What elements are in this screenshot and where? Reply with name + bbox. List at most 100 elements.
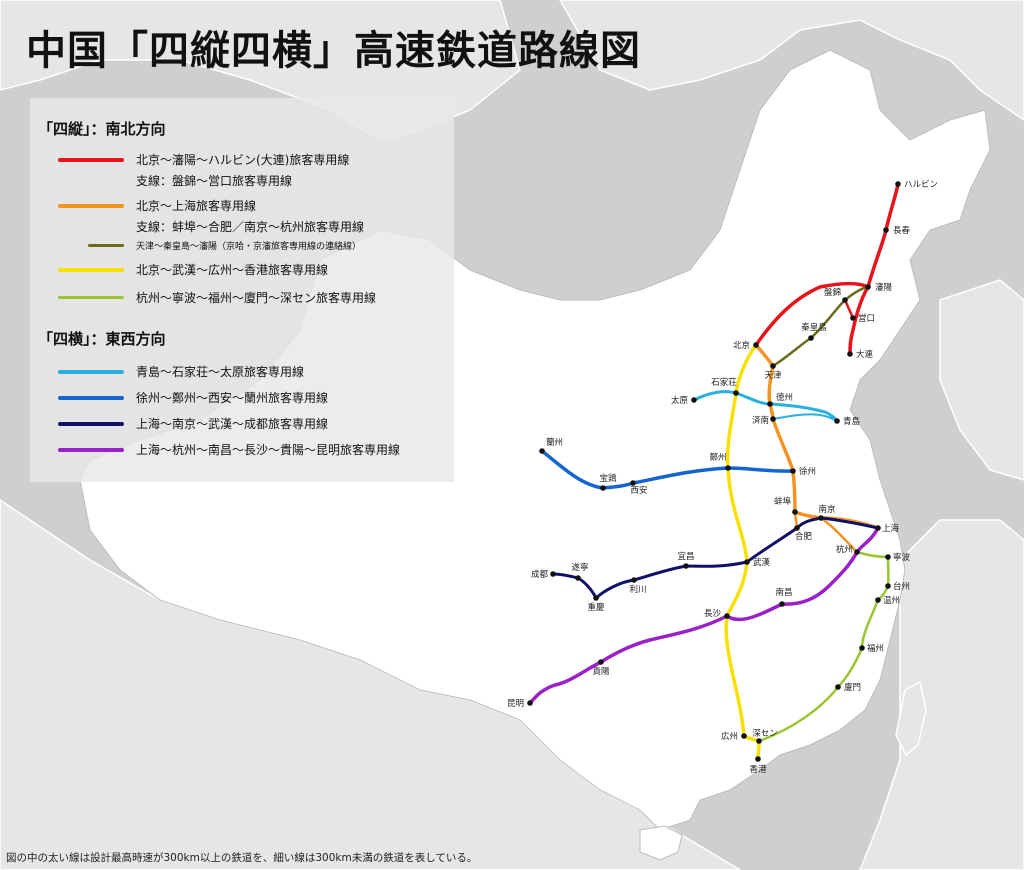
city-label-hongkong: 香港 bbox=[749, 764, 767, 775]
station-dot-tianjin bbox=[770, 363, 776, 369]
station-dot-guiyang bbox=[598, 659, 604, 665]
legend-row-beijing-harbin: 北京〜瀋陽〜ハルビン(大連)旅客専用線 bbox=[30, 150, 454, 170]
city-label-changsha: 長沙 bbox=[704, 609, 722, 619]
station-dot-shanghai bbox=[875, 525, 881, 531]
city-label-yichang: 宜昌 bbox=[677, 551, 694, 562]
city-label-hefei: 合肥 bbox=[795, 531, 813, 542]
legend-row-xuzhou-lanzhou: 徐州〜鄭州〜西安〜蘭州旅客専用線 bbox=[30, 388, 454, 408]
city-label-qingdao: 青島 bbox=[843, 416, 861, 427]
city-label-taiyuan: 太原 bbox=[671, 395, 688, 406]
city-label-wenzhou: 温州 bbox=[883, 595, 900, 606]
legend-label-tianjin-shenyang: 天津〜秦皇島〜瀋陽（京哈・京瀋旅客専用線の連絡線） bbox=[136, 242, 362, 252]
city-label-panjin: 盤錦 bbox=[824, 287, 841, 298]
city-label-zhengzhou: 鄭州 bbox=[709, 452, 726, 463]
legend-swatch-qingdao-taiyuan bbox=[58, 370, 124, 374]
legend-label-shanghai-chengdu: 上海〜南京〜武漢〜成都旅客専用線 bbox=[136, 417, 329, 431]
station-dot-xian bbox=[630, 480, 636, 486]
city-label-dalian: 大連 bbox=[856, 349, 874, 360]
legend-row-hangzhou-shenzhen: 杭州〜寧波〜福州〜廈門〜深セン旅客専用線 bbox=[30, 288, 454, 308]
station-dot-dezhou bbox=[767, 401, 773, 407]
legend-swatch-shanghai-chengdu bbox=[58, 422, 124, 426]
legend-row-qingdao-taiyuan: 青島〜石家荘〜太原旅客専用線 bbox=[30, 362, 454, 382]
taiwan-island bbox=[895, 680, 927, 757]
rail-line-beijing-harbin bbox=[848, 285, 870, 356]
legend-sub-beijing-harbin: 支線：盤錦〜営口旅客専用線 bbox=[136, 174, 293, 188]
city-label-lichuan: 利川 bbox=[629, 584, 646, 595]
city-label-suining: 遂寧 bbox=[571, 562, 588, 573]
station-dot-kunming bbox=[527, 700, 533, 706]
legend-swatch-beijing-shanghai bbox=[58, 204, 124, 208]
city-label-chongqing: 重慶 bbox=[587, 602, 605, 613]
station-dot-panjin bbox=[842, 297, 848, 303]
footnote: 図の中の太い線は設計最高時速が300km以上の鉄道を、細い線は300km未満の鉄… bbox=[6, 852, 478, 864]
city-label-taizhou: 台州 bbox=[893, 581, 910, 592]
legend-swatch-beijing-hongkong bbox=[58, 268, 124, 272]
legend-sub-beijing-shanghai: 支線：蚌埠〜合肥／南京〜杭州旅客専用線 bbox=[136, 220, 365, 234]
station-dot-hefei bbox=[794, 525, 800, 531]
city-label-xian: 西安 bbox=[630, 485, 647, 496]
legend-label-xuzhou-lanzhou: 徐州〜鄭州〜西安〜蘭州旅客専用線 bbox=[136, 391, 329, 405]
legend-label-beijing-hongkong: 北京〜武漢〜広州〜香港旅客専用線 bbox=[136, 263, 329, 277]
city-label-changchun: 長春 bbox=[893, 225, 911, 236]
rail-line-beijing-harbin bbox=[843, 298, 855, 320]
rail-line-beijing-hongkong bbox=[724, 343, 761, 761]
legend-swatch-shanghai-kunming bbox=[58, 448, 124, 452]
legend-row-tianjin-shenyang: 天津〜秦皇島〜瀋陽（京哈・京瀋旅客専用線の連絡線） bbox=[30, 236, 454, 256]
legend-heading-vertical: 「四縦」：南北方向 bbox=[38, 120, 166, 138]
station-dot-taiyuan bbox=[691, 397, 697, 403]
china-landmass bbox=[79, 49, 991, 831]
legend-row-beijing-hongkong: 北京〜武漢〜広州〜香港旅客専用線 bbox=[30, 260, 454, 280]
station-dot-hangzhou bbox=[854, 549, 860, 555]
city-label-beijing: 北京 bbox=[733, 340, 750, 351]
station-dot-suining bbox=[575, 575, 581, 581]
city-label-dezhou: 徳州 bbox=[776, 392, 793, 403]
legend-row-shanghai-chengdu: 上海〜南京〜武漢〜成都旅客専用線 bbox=[30, 414, 454, 434]
station-dot-changchun bbox=[883, 227, 889, 233]
city-label-guangzhou: 広州 bbox=[721, 731, 738, 742]
station-dot-shenyang bbox=[865, 284, 871, 290]
city-label-wuhan: 武漢 bbox=[753, 557, 771, 568]
city-label-xuzhou: 徐州 bbox=[799, 466, 816, 477]
legend-label-hangzhou-shenzhen: 杭州〜寧波〜福州〜廈門〜深セン旅客専用線 bbox=[136, 291, 377, 305]
station-dot-bengbu bbox=[792, 509, 798, 515]
station-dot-qingdao bbox=[834, 418, 840, 424]
station-dot-changsha bbox=[724, 613, 730, 619]
legend-label-shanghai-kunming: 上海〜杭州〜南昌〜長沙〜貴陽〜昆明旅客専用線 bbox=[136, 443, 401, 457]
city-label-shenzhen: 深セン bbox=[752, 729, 778, 739]
station-dot-yingkou bbox=[850, 315, 856, 321]
city-label-ningbo: 寧波 bbox=[893, 552, 911, 563]
station-dot-fuzhou bbox=[859, 645, 865, 651]
city-label-yingkou: 営口 bbox=[858, 313, 875, 324]
city-label-jinan: 済南 bbox=[752, 415, 769, 426]
station-dot-chengdu bbox=[550, 571, 556, 577]
station-dot-lanzhou bbox=[539, 448, 545, 454]
legend-swatch-hangzhou-shenzhen bbox=[58, 296, 124, 299]
city-label-qinhuangdao: 秦皇島 bbox=[801, 322, 827, 333]
city-label-harbin: ハルビン bbox=[904, 180, 938, 190]
legend-panel: 「四縦」：南北方向 北京〜瀋陽〜ハルビン(大連)旅客専用線 支線：盤錦〜営口旅客… bbox=[30, 98, 454, 482]
city-label-shanghai: 上海 bbox=[882, 523, 900, 534]
station-dot-shijiazhuang bbox=[733, 390, 739, 396]
station-dot-ningbo bbox=[885, 554, 891, 560]
rail-line-beijing-shanghai bbox=[819, 516, 859, 554]
city-label-baoji: 宝鶏 bbox=[599, 473, 617, 484]
station-dot-guangzhou bbox=[741, 733, 747, 739]
station-dot-zhengzhou bbox=[725, 465, 731, 471]
legend-swatch-tianjin-shenyang bbox=[88, 244, 124, 247]
legend-label-qingdao-taiyuan: 青島〜石家荘〜太原旅客専用線 bbox=[136, 365, 305, 379]
city-label-shenyang: 瀋陽 bbox=[875, 282, 893, 293]
city-label-kunming: 昆明 bbox=[507, 699, 524, 709]
legend-row-beijing-shanghai: 北京〜上海旅客専用線 bbox=[30, 196, 454, 216]
city-label-nanchang: 南昌 bbox=[775, 587, 792, 598]
legend-label-beijing-shanghai: 北京〜上海旅客専用線 bbox=[136, 199, 257, 213]
station-dot-lichuan bbox=[631, 577, 637, 583]
station-dot-xiamen bbox=[835, 684, 841, 690]
city-label-guiyang: 貴陽 bbox=[592, 666, 610, 677]
station-dot-yichang bbox=[683, 563, 689, 569]
station-dot-nanjing bbox=[818, 515, 824, 521]
legend-heading-horizontal: 「四横」：東西方向 bbox=[38, 330, 166, 348]
city-label-fuzhou: 福州 bbox=[867, 643, 884, 654]
map-title: 中国「四縦四横」高速鉄道路線図 bbox=[26, 28, 641, 74]
city-label-hangzhou: 杭州 bbox=[836, 544, 853, 555]
legend-label-beijing-harbin: 北京〜瀋陽〜ハルビン(大連)旅客専用線 bbox=[136, 153, 350, 167]
